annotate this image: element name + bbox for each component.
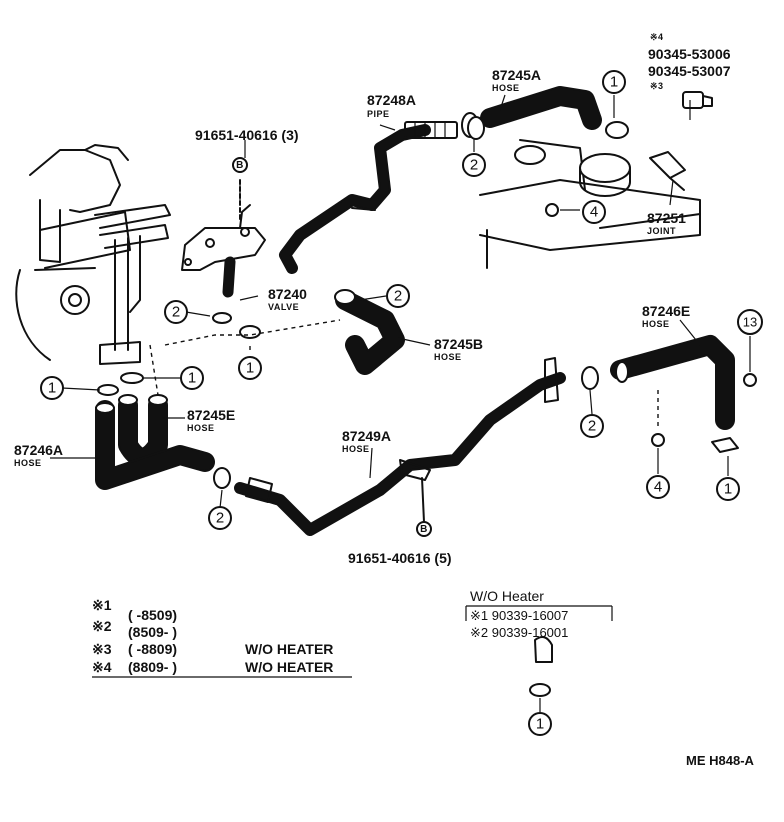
leader-lines bbox=[50, 94, 751, 712]
legend-row-2-range: (8509- ) bbox=[128, 624, 177, 640]
callout-c1-a: 1 bbox=[602, 70, 626, 94]
label-note3: ※3 bbox=[650, 81, 664, 91]
label-valve: VALVE bbox=[268, 302, 299, 312]
callout-c1-e: 1 bbox=[716, 477, 740, 501]
callout-c4-b: 4 bbox=[646, 475, 670, 499]
callout-c13: 13 bbox=[737, 309, 763, 335]
label-87249a: 87249A bbox=[342, 428, 391, 444]
callout-c2-c: 2 bbox=[164, 300, 188, 324]
label-hose-87245a: HOSE bbox=[492, 83, 520, 93]
svg-text:4: 4 bbox=[590, 204, 598, 221]
legend-row-3-range: ( -8809) bbox=[128, 641, 177, 657]
label-87246a: 87246A bbox=[14, 442, 63, 458]
svg-text:13: 13 bbox=[743, 315, 757, 330]
label-pipe-upper: PIPE bbox=[367, 109, 390, 119]
legend-row-4-mark: ※4 bbox=[92, 659, 112, 675]
svg-text:1: 1 bbox=[724, 481, 732, 498]
callout-c2-b: 2 bbox=[386, 284, 410, 308]
label-hose-87249a: HOSE bbox=[342, 444, 370, 454]
applicability-legend: ※1 ( -8509) ※2 (8509- ) ※3 ( -8809) W/O … bbox=[92, 597, 352, 678]
svg-text:2: 2 bbox=[394, 288, 402, 305]
callout-c1-b: 1 bbox=[238, 356, 262, 380]
clamps bbox=[97, 116, 629, 697]
hose-87246e-drawing bbox=[610, 335, 757, 453]
legend-row-4-note: W/O HEATER bbox=[245, 659, 333, 675]
callout-c1-f: 1 bbox=[528, 712, 552, 736]
label-90345-53006: 90345-53006 bbox=[648, 46, 731, 62]
label-87240: 87240 bbox=[268, 286, 307, 302]
callout-c4-a: 4 bbox=[582, 200, 606, 224]
engine-block-drawing bbox=[15, 144, 171, 365]
label-note4: ※4 bbox=[650, 32, 664, 42]
label-87245e: 87245E bbox=[187, 407, 235, 423]
label-87245b: 87245B bbox=[434, 336, 483, 352]
legend-row-1-range: ( -8509) bbox=[128, 607, 177, 623]
legend-row-3-note: W/O HEATER bbox=[245, 641, 333, 657]
svg-text:B: B bbox=[236, 160, 244, 171]
svg-text:2: 2 bbox=[470, 157, 478, 174]
svg-text:1: 1 bbox=[188, 370, 196, 387]
legend-row-2-mark: ※2 bbox=[92, 618, 112, 634]
svg-text:2: 2 bbox=[172, 304, 180, 321]
label-hose-87246a: HOSE bbox=[14, 458, 42, 468]
legend-row-3-mark: ※3 bbox=[92, 641, 112, 657]
legend-row-1-mark: ※1 bbox=[92, 597, 112, 613]
wo-heater-row-2: ※2 90339-16001 bbox=[470, 625, 568, 640]
bolt-markers: B B bbox=[232, 157, 432, 537]
diagram-code: ME H848-A bbox=[686, 753, 755, 768]
label-90345-53007: 90345-53007 bbox=[648, 63, 731, 79]
joint-87251-drawing bbox=[649, 91, 713, 191]
svg-text:2: 2 bbox=[216, 510, 224, 527]
wo-heater-box: W/O Heater ※1 90339-16007 ※2 90339-16001 bbox=[465, 588, 613, 640]
pipe-87249a-drawing bbox=[234, 357, 566, 536]
legend-row-4-range: (8809- ) bbox=[128, 659, 177, 675]
svg-text:1: 1 bbox=[246, 360, 254, 377]
svg-text:4: 4 bbox=[654, 479, 662, 496]
wo-heater-title: W/O Heater bbox=[470, 588, 544, 604]
callout-c2-e: 2 bbox=[580, 414, 604, 438]
svg-text:2: 2 bbox=[588, 418, 596, 435]
wo-heater-row-1: ※1 90339-16007 bbox=[470, 608, 568, 623]
svg-text:1: 1 bbox=[536, 716, 544, 733]
label-joint: JOINT bbox=[647, 226, 676, 236]
water-valve-drawing bbox=[181, 179, 266, 298]
label-87251: 87251 bbox=[647, 210, 686, 226]
label-hose-87245e: HOSE bbox=[187, 423, 215, 433]
hose-87245b-drawing bbox=[335, 290, 405, 375]
callout-c1-d: 1 bbox=[180, 366, 204, 390]
label-87248a: 87248A bbox=[367, 92, 416, 108]
label-87246e: 87246E bbox=[642, 303, 690, 319]
hose-87246a-drawing bbox=[95, 400, 215, 490]
callout-c2-d: 2 bbox=[208, 506, 232, 530]
radiator-tank-drawing bbox=[479, 139, 701, 269]
svg-text:1: 1 bbox=[610, 74, 618, 91]
pipe-87248a-drawing bbox=[279, 121, 458, 274]
svg-text:1: 1 bbox=[48, 380, 56, 397]
callout-c1-c: 1 bbox=[40, 376, 64, 400]
label-91651-top: 91651-40616 (3) bbox=[195, 127, 299, 143]
label-hose-87246e: HOSE bbox=[642, 319, 670, 329]
label-87245a: 87245A bbox=[492, 67, 541, 83]
label-hose-87245b: HOSE bbox=[434, 352, 462, 362]
label-91651-bottom: 91651-40616 (5) bbox=[348, 550, 452, 566]
svg-text:B: B bbox=[420, 524, 428, 535]
callout-c2-a: 2 bbox=[462, 153, 486, 177]
